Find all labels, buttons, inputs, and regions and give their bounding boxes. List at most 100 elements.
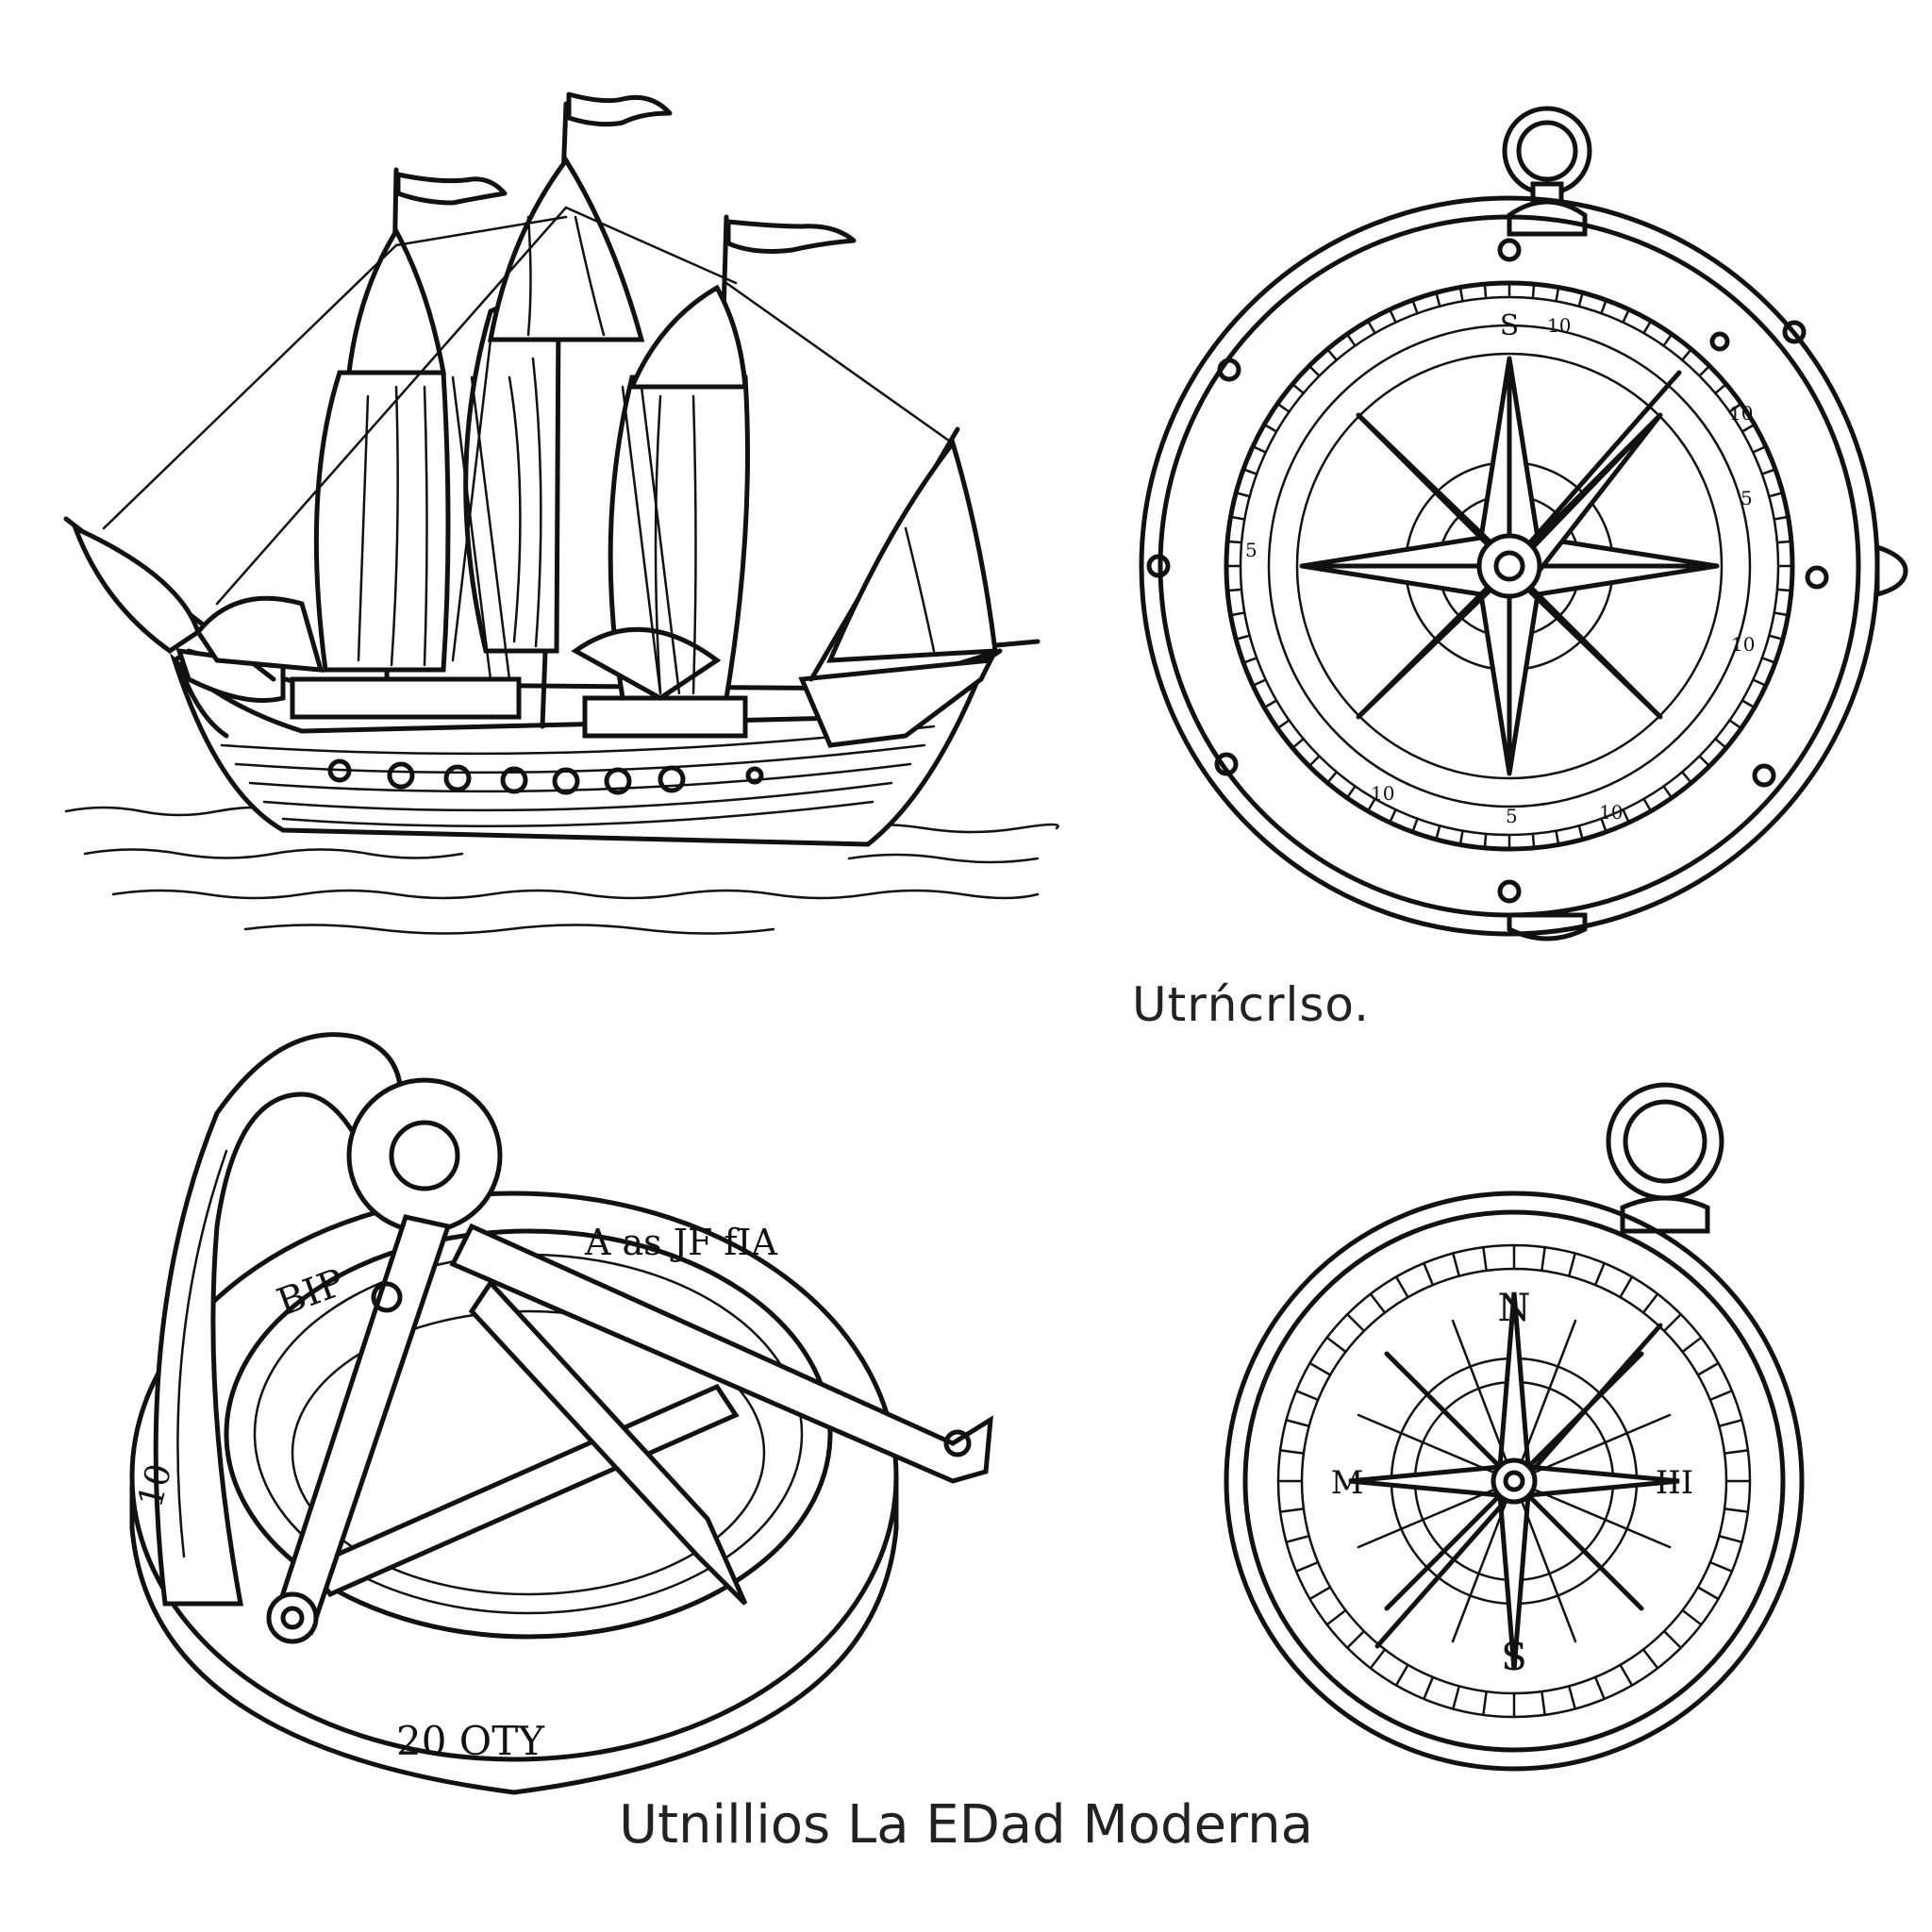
sundial-divider-illustration: A as JF fIA BIP 20 OTY 10 (129, 1032, 993, 1795)
dial-tick (1567, 1252, 1576, 1277)
dial-tick (1728, 719, 1742, 730)
small-compass-rose (1348, 1291, 1680, 1671)
dial-tick (1345, 1312, 1366, 1333)
dial-tick (1740, 699, 1757, 709)
ship-flags (395, 92, 857, 254)
dial-tick (1718, 1419, 1743, 1428)
small-compass-illustration: N S III M (1224, 1082, 1805, 1772)
dial-tick (1262, 699, 1278, 709)
dial-tick (1622, 308, 1631, 324)
dial-tick (1345, 785, 1357, 799)
scale-number: 10 (1729, 402, 1753, 425)
dial-tick (1593, 1675, 1606, 1701)
dial-tick (1394, 1663, 1409, 1687)
large-compass-ticks (1224, 281, 1794, 851)
dial-tick (1760, 657, 1777, 664)
scale-number: 5 (1245, 539, 1257, 561)
dial-tick (1696, 1361, 1720, 1376)
scale-number: 10 (1599, 801, 1623, 824)
dial-tick (1325, 771, 1339, 785)
dial-tick (1285, 1534, 1310, 1543)
small-compass-ticks (1276, 1243, 1752, 1719)
dial-tick (1423, 1261, 1435, 1287)
scale-number: 10 (1547, 314, 1571, 337)
scale-number: 10 (1731, 633, 1755, 656)
dial-tick (1622, 808, 1631, 824)
dial-tick (1483, 282, 1488, 300)
dial-tick (1458, 829, 1464, 846)
dial-tick (1531, 832, 1536, 850)
dial-tick (1345, 333, 1357, 347)
dial-tick (1680, 771, 1693, 785)
compass-caption: Utrńcrlso. (1132, 977, 1371, 1032)
page-title: Utnillios La EDad Moderna (619, 1794, 1313, 1856)
dial-tick (1482, 1690, 1488, 1717)
dial-tick (1708, 1390, 1734, 1402)
dial-tick (1619, 1663, 1634, 1687)
dial-tick (1278, 1507, 1306, 1513)
scale-number: 10 (1371, 782, 1394, 805)
dial-tick (1229, 515, 1246, 521)
dial-tick (1325, 1336, 1347, 1354)
dial-tick (1662, 333, 1674, 347)
dial-tick (1458, 286, 1464, 303)
dial-tick (1276, 402, 1291, 413)
dial-tick (1555, 286, 1560, 303)
dial-tick (1388, 808, 1397, 824)
dial-tick (1225, 540, 1243, 544)
dial-tick (1369, 1292, 1387, 1314)
dial-tick (1642, 319, 1653, 335)
dial-tick (1531, 282, 1536, 300)
small-compass-south: S (1501, 1636, 1526, 1679)
dial-tick (1234, 634, 1251, 641)
dial-tick (1411, 817, 1419, 834)
dial-tick (1642, 797, 1653, 813)
ship-hull (169, 647, 1003, 847)
dial-tick (1482, 1245, 1488, 1273)
sundial-ring-text-top: A as JF fIA (584, 1222, 778, 1263)
dial-tick (1768, 491, 1785, 498)
dial-tick (1752, 678, 1768, 688)
dial-tick (1294, 1390, 1320, 1402)
dial-tick (1234, 491, 1251, 498)
dial-tick (1698, 364, 1711, 377)
scale-number: 5 (1506, 805, 1518, 827)
dial-tick (1307, 755, 1321, 768)
dial-tick (1291, 737, 1305, 750)
dial-tick (1345, 1629, 1366, 1650)
dial-tick (1435, 824, 1441, 841)
dial-tick (1483, 832, 1488, 850)
dial-tick (1577, 291, 1584, 308)
dial-tick (1662, 785, 1674, 799)
dial-tick (1394, 1275, 1409, 1299)
dial-tick (1641, 1648, 1659, 1670)
dial-tick (1278, 1449, 1306, 1455)
dial-tick (1435, 291, 1441, 308)
divider-tool (266, 1077, 993, 1644)
dial-tick (1600, 817, 1607, 834)
dial-tick (1723, 1507, 1750, 1513)
caravel-ship-illustration (63, 92, 1059, 935)
dial-tick (1241, 657, 1258, 664)
dial-tick (1662, 1629, 1683, 1650)
bezel-rivets (1146, 238, 1829, 904)
small-compass-west: M (1331, 1464, 1364, 1502)
dial-tick (1251, 444, 1267, 454)
dial-tick (1768, 634, 1785, 641)
dial-tick (1577, 824, 1584, 841)
dial-tick (1752, 444, 1768, 454)
dial-tick (1775, 588, 1793, 592)
dial-tick (1723, 1449, 1750, 1455)
dial-tick (1423, 1675, 1435, 1701)
small-compass-north: N (1498, 1287, 1531, 1330)
dial-tick (1740, 423, 1757, 433)
dial-tick (1641, 1292, 1659, 1314)
ship-rigging (102, 206, 955, 695)
dial-tick (1369, 1648, 1387, 1670)
dial-tick (1714, 737, 1728, 750)
dial-tick (1600, 298, 1607, 315)
dial-tick (1294, 1560, 1320, 1573)
dial-tick (1452, 1685, 1461, 1710)
dial-tick (1541, 1690, 1546, 1717)
